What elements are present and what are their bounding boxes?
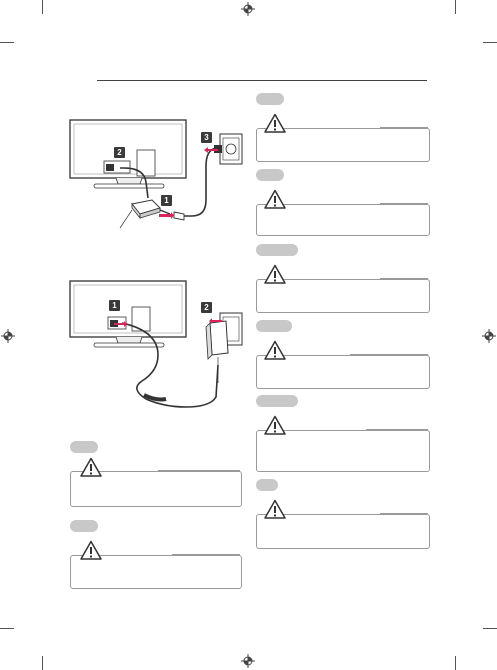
step-marker-2: 2	[201, 302, 212, 313]
crop-mark-bottom-right-h	[483, 628, 497, 629]
warning-triangle-icon	[264, 113, 286, 133]
caution-box	[256, 430, 430, 472]
caution-box	[70, 555, 242, 589]
section-tab	[256, 93, 284, 105]
step-marker-1: 1	[109, 300, 120, 311]
note-top-line	[380, 203, 428, 204]
section-tab	[70, 441, 98, 453]
section-tab	[256, 244, 298, 256]
tv-wall-adapter-connection-diagram	[69, 280, 243, 408]
note-top-line	[380, 127, 428, 128]
crop-mark-top-left-h	[0, 42, 14, 43]
note-top-line	[380, 513, 428, 514]
caution-box	[256, 204, 430, 236]
crop-mark-top-right-v	[455, 0, 456, 14]
section-tab	[256, 169, 284, 181]
section-tab	[256, 395, 298, 407]
crop-mark-bottom-right-v	[455, 656, 456, 670]
registration-mark-icon	[482, 329, 496, 343]
warning-triangle-icon	[80, 457, 102, 477]
header-rule	[97, 80, 427, 81]
caution-box	[256, 355, 430, 389]
step-marker-3: 3	[201, 132, 212, 143]
caution-box	[256, 128, 430, 162]
section-tab	[70, 520, 98, 532]
warning-triangle-icon	[264, 189, 286, 209]
tv-adapter-connection-diagram	[69, 119, 243, 229]
registration-mark-icon	[241, 654, 255, 668]
registration-mark-icon	[1, 329, 15, 343]
warning-triangle-icon	[264, 499, 286, 519]
caution-box	[256, 279, 430, 313]
note-top-line	[366, 429, 428, 430]
warning-triangle-icon	[264, 340, 286, 360]
section-tab	[256, 479, 278, 491]
section-tab	[256, 320, 292, 332]
step-marker-1: 1	[161, 195, 172, 206]
step-marker-2: 2	[114, 147, 125, 158]
note-top-line	[380, 278, 428, 279]
crop-mark-top-right-h	[483, 42, 497, 43]
warning-triangle-icon	[264, 264, 286, 284]
crop-mark-bottom-left-h	[0, 628, 14, 629]
crop-mark-bottom-left-v	[42, 656, 43, 670]
caution-box	[70, 471, 242, 507]
note-top-line	[350, 354, 428, 355]
registration-mark-icon	[241, 2, 255, 16]
warning-triangle-icon	[80, 540, 102, 560]
note-top-line	[158, 470, 240, 471]
warning-triangle-icon	[264, 415, 286, 435]
caution-box	[256, 514, 430, 549]
note-top-line	[172, 554, 240, 555]
crop-mark-top-left-v	[42, 0, 43, 14]
